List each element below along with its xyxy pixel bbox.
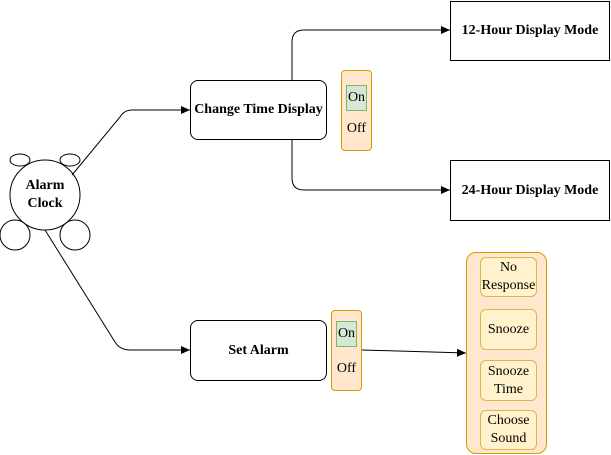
display-toggle-off-label: Off <box>346 121 367 136</box>
edge-alarm-toggle-to-options <box>361 348 467 357</box>
option-choose-sound-label: Choose Sound <box>487 413 530 446</box>
set-alarm-label: Set Alarm <box>228 342 289 358</box>
alarm-toggle-on-label: On <box>337 326 356 341</box>
edge-change-time-to-24h <box>291 140 450 194</box>
clock-foot-left <box>0 219 31 251</box>
option-no-response-label: No Response <box>481 260 536 293</box>
clock-bell-left <box>9 153 31 167</box>
change-time-display-label: Change Time Display <box>194 102 323 117</box>
alarm-toggle-off[interactable]: Off <box>332 361 361 377</box>
option-snooze-time[interactable]: Snooze Time <box>480 360 537 401</box>
option-choose-sound[interactable]: Choose Sound <box>480 410 537 450</box>
set-alarm-node: Set Alarm <box>190 320 327 381</box>
mode-24-hour-label: 24-Hour Display Mode <box>461 182 599 198</box>
edge-change-time-to-12h <box>291 26 450 80</box>
option-snooze-label: Snooze <box>487 321 530 337</box>
alarm-clock-label: Alarm Clock <box>25 178 65 211</box>
edge-clock-to-set-alarm <box>44 229 190 354</box>
display-toggle-on[interactable]: On <box>346 85 367 111</box>
display-toggle[interactable]: On Off <box>341 70 372 151</box>
alarm-toggle-on[interactable]: On <box>336 321 357 347</box>
clock-foot-right <box>59 219 91 251</box>
option-snooze[interactable]: Snooze <box>480 309 537 350</box>
mode-12-hour-label: 12-Hour Display Mode <box>461 23 599 38</box>
alarm-clock-node: Alarm Clock <box>15 175 75 215</box>
alarm-toggle[interactable]: On Off <box>331 310 362 391</box>
clock-bell-right <box>59 153 81 167</box>
display-toggle-on-label: On <box>347 90 366 105</box>
mode-12-hour-node: 12-Hour Display Mode <box>450 1 610 61</box>
display-toggle-off[interactable]: Off <box>342 121 371 137</box>
change-time-display-node: Change Time Display <box>190 80 327 140</box>
mode-24-hour-node: 24-Hour Display Mode <box>450 160 610 221</box>
alarm-options-panel: No Response Snooze Snooze Time Choose So… <box>466 252 547 454</box>
edge-clock-to-change-time <box>71 106 190 176</box>
alarm-toggle-off-label: Off <box>336 361 357 376</box>
option-no-response[interactable]: No Response <box>480 257 537 297</box>
option-snooze-time-label: Snooze Time <box>487 363 530 397</box>
